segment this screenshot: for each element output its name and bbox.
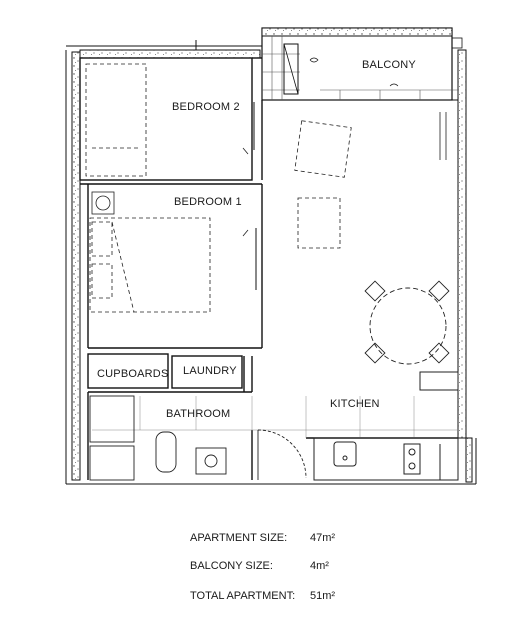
outer-lines [65, 40, 477, 485]
exterior-walls [71, 49, 473, 483]
interior-walls [79, 57, 458, 480]
label-bathroom: BATHROOM [166, 408, 230, 420]
summary-row-total: TOTAL APARTMENT: 51m² [0, 590, 520, 608]
bathroom-fixtures [89, 395, 307, 481]
balcony [261, 27, 463, 101]
summary-label: TOTAL APARTMENT: [190, 590, 296, 602]
summary-value: 4m² [310, 560, 329, 572]
dining-table [364, 280, 450, 365]
bed-bedroom-1 [89, 217, 211, 313]
bed-bedroom-2 [85, 63, 147, 177]
floor-plan: BEDROOM 2 BEDROOM 1 BALCONY CUPBOARDS LA… [65, 27, 477, 485]
label-bedroom-1: BEDROOM 1 [174, 196, 242, 208]
summary-value: 51m² [310, 590, 336, 602]
label-bedroom-2: BEDROOM 2 [172, 101, 240, 113]
window-marks [242, 112, 447, 237]
summary-row-apartment: APARTMENT SIZE: 47m² [0, 532, 520, 550]
summary-label: BALCONY SIZE: [190, 560, 273, 572]
bedside-table [91, 191, 115, 215]
floor-tiles [92, 396, 458, 438]
label-balcony: BALCONY [362, 59, 416, 71]
label-kitchen: KITCHEN [330, 398, 380, 410]
lounge-furniture [294, 120, 352, 249]
summary-value: 47m² [310, 532, 336, 544]
summary-row-balcony: BALCONY SIZE: 4m² [0, 560, 520, 578]
kitchen-counter [313, 371, 459, 481]
label-laundry: LAUNDRY [183, 365, 237, 377]
label-cupboards: CUPBOARDS [97, 368, 168, 380]
summary-label: APARTMENT SIZE: [190, 532, 288, 544]
